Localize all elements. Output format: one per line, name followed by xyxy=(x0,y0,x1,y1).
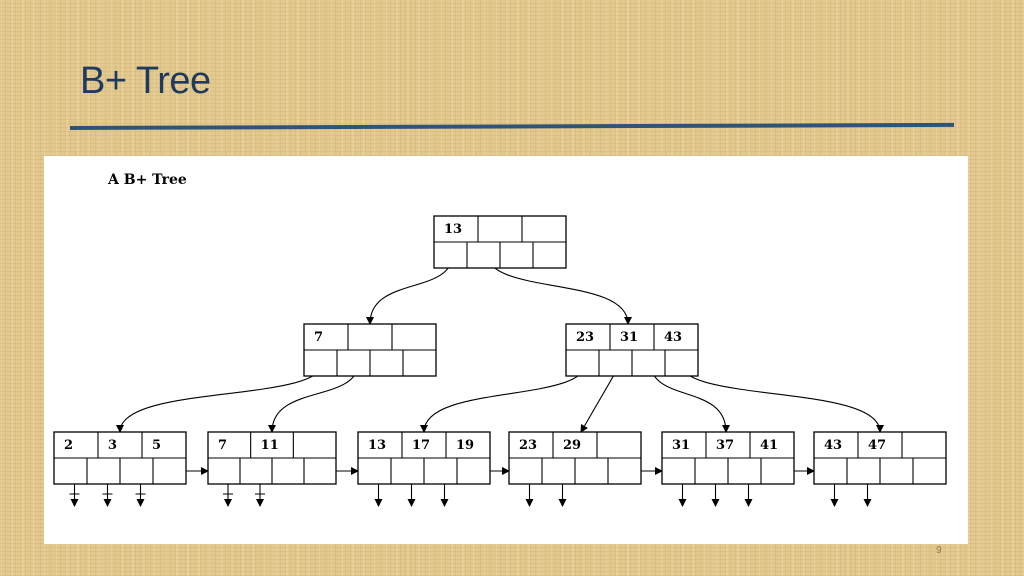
node-key: 5 xyxy=(152,438,161,453)
leaf-node: 13 17 19 xyxy=(357,431,491,485)
node-key: 37 xyxy=(716,438,734,453)
figure-caption: A B+ Tree xyxy=(107,172,187,188)
tree-pointer-edge xyxy=(420,361,588,433)
leaf-node: 23 29 xyxy=(508,431,642,485)
node-key: 17 xyxy=(412,438,430,453)
node-key: 3 xyxy=(108,438,117,453)
node-key: 47 xyxy=(868,438,886,453)
leaf-node: 31 37 41 xyxy=(661,431,795,485)
node-key: 7 xyxy=(314,330,323,345)
node-key: 29 xyxy=(563,438,581,453)
slide-number: 9 xyxy=(936,545,942,556)
node-key: 23 xyxy=(576,330,594,345)
root-node: 13 xyxy=(433,215,567,269)
internal-node: 23 31 43 xyxy=(565,323,699,377)
node-key: 19 xyxy=(456,438,474,453)
slide-title: B+ Tree xyxy=(80,60,211,102)
node-key: 23 xyxy=(519,438,537,453)
node-key: 31 xyxy=(672,438,690,453)
tree-pointer-edge xyxy=(678,361,884,433)
node-key: 11 xyxy=(261,438,279,453)
leaf-node: 43 47 xyxy=(813,431,947,485)
node-key: 7 xyxy=(218,438,227,453)
tree-pointer-edge xyxy=(116,361,325,433)
title-divider xyxy=(69,122,955,130)
leaf-node: 2 3 5 xyxy=(53,431,187,485)
leaf-node: 7 11 xyxy=(207,431,337,485)
node-key: 13 xyxy=(368,438,386,453)
internal-node: 7 xyxy=(303,323,437,377)
node-key: 13 xyxy=(444,222,462,237)
node-key: 41 xyxy=(760,438,778,453)
node-key: 2 xyxy=(64,438,73,453)
node-key: 31 xyxy=(620,330,638,345)
node-key: 43 xyxy=(664,330,682,345)
node-key: 43 xyxy=(824,438,842,453)
